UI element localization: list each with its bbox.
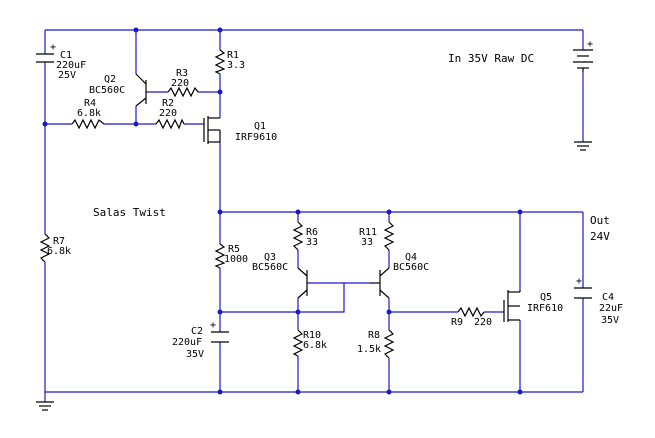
c2-value: 220uF [172, 337, 202, 348]
r11-ref: R11 [359, 227, 377, 238]
c2-plus-mark: + [210, 320, 216, 331]
battery-plus-mark: + [587, 39, 593, 50]
transistor-q2 [135, 73, 147, 107]
resistor-r4 [71, 118, 105, 130]
ground-icon [36, 401, 54, 411]
resistor-r3 [167, 86, 199, 98]
c1-ref: C1 [60, 50, 72, 61]
junction-dot [295, 209, 301, 215]
junction-dot [517, 209, 523, 215]
c4-plus-mark: + [576, 276, 582, 287]
q4-value: BC560C [393, 262, 429, 273]
resistor-r10 [292, 329, 304, 357]
r2-value: 220 [159, 108, 177, 119]
junction-dot [217, 389, 223, 395]
resistor-r2 [155, 118, 185, 130]
wire-base-loop [298, 283, 345, 313]
junction-dots [42, 27, 523, 395]
r1-ref: R1 [227, 50, 239, 61]
c4-ref: C4 [602, 292, 614, 303]
resistor-r7 [39, 233, 51, 263]
diagram-title: Salas Twist [93, 206, 166, 219]
r7-ref: R7 [53, 236, 65, 247]
q5-value: IRF610 [527, 303, 563, 314]
transistor-q1 [203, 116, 221, 144]
capacitor-c4 [574, 287, 592, 299]
ground-icon [574, 141, 592, 151]
junction-dot [42, 121, 48, 127]
resistor-r9 [457, 306, 485, 318]
r3-ref: R3 [176, 68, 188, 79]
junction-dot [295, 309, 301, 315]
wires [44, 29, 584, 402]
junction-dot [517, 389, 523, 395]
r3-value: 220 [171, 78, 189, 89]
c4-value: 22uF [599, 303, 623, 314]
r10-value: 6.8k [303, 340, 327, 351]
r5-ref: R5 [228, 244, 240, 255]
r4-ref: R4 [84, 98, 96, 109]
resistor-r5 [214, 243, 226, 269]
r4-value: 6.8k [77, 108, 101, 119]
transistor-q5 [503, 290, 521, 322]
q2-value: BC560C [89, 85, 125, 96]
junction-dot [217, 27, 223, 33]
capacitor-c2 [211, 331, 229, 343]
q1-value: IRF9610 [235, 132, 277, 143]
junction-dot [386, 309, 392, 315]
resistor-r11 [383, 221, 395, 251]
q5-ref: Q5 [540, 292, 552, 303]
junction-dot [217, 309, 223, 315]
supply-label: In 35V Raw DC [448, 52, 534, 65]
q4-ref: Q4 [405, 252, 417, 263]
transistor-q3 [297, 267, 308, 299]
r7-value: 6.8k [47, 246, 71, 257]
c4-rating: 35V [601, 315, 619, 326]
output-voltage: 24V [590, 230, 610, 243]
q3-value: BC560C [252, 262, 288, 273]
resistor-r1 [214, 49, 226, 75]
output-label: Out [590, 214, 610, 227]
resistor-r8 [383, 329, 395, 359]
junction-dot [295, 389, 301, 395]
junction-dot [217, 89, 223, 95]
r6-ref: R6 [306, 227, 318, 238]
q3-ref: Q3 [264, 252, 276, 263]
c2-ref: C2 [191, 326, 203, 337]
q2-ref: Q2 [104, 74, 116, 85]
q1-ref: Q1 [254, 121, 266, 132]
junction-dot [386, 389, 392, 395]
c1-rating: 25V [58, 70, 76, 81]
r8-value: 1.5k [357, 344, 381, 355]
junction-dot [133, 121, 139, 127]
junction-dot [217, 209, 223, 215]
r9-ref: R9 [451, 317, 463, 328]
r9-value: 220 [474, 317, 492, 328]
r2-ref: R2 [162, 98, 174, 109]
r1-value: 3.3 [227, 60, 245, 71]
capacitor-c1 [36, 53, 54, 63]
transistor-q4 [370, 267, 390, 299]
c1-plus-mark: + [50, 42, 56, 53]
r10-ref: R10 [303, 330, 321, 341]
c1-value: 220uF [56, 60, 86, 71]
r6-value: 33 [306, 237, 318, 248]
junction-dot [133, 27, 139, 33]
r5-value: 1000 [224, 254, 248, 265]
c2-rating: 35V [186, 349, 204, 360]
r11-value: 33 [361, 237, 373, 248]
battery-symbol [573, 49, 593, 72]
r8-ref: R8 [368, 330, 380, 341]
junction-dot [386, 209, 392, 215]
resistor-r6 [292, 221, 304, 251]
